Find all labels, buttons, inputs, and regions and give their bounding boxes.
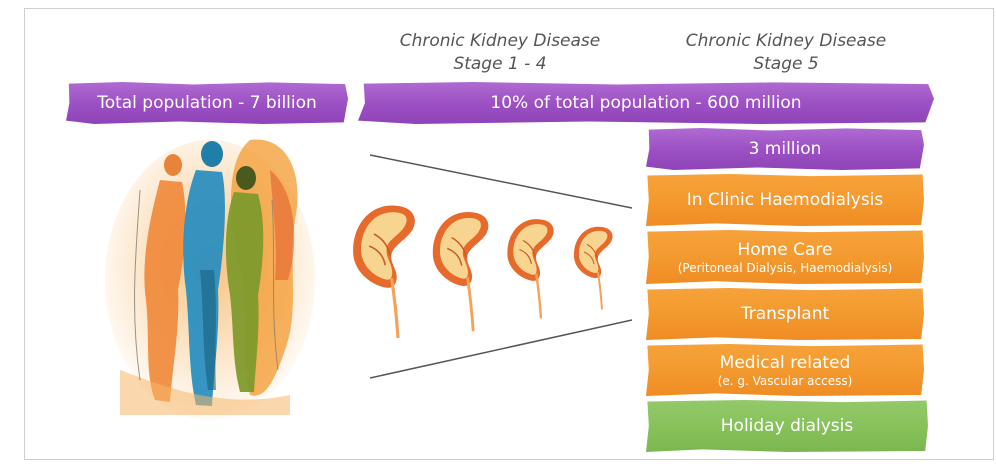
kidney-icon	[507, 219, 553, 318]
band-ckd-population: 10% of total population - 600 million	[358, 82, 934, 124]
band-stage5-population-label: 3 million	[749, 139, 822, 159]
heading-stage-1-4-line2: Stage 1 - 4	[380, 53, 620, 76]
people-watercolor-illustration	[100, 130, 315, 420]
kidney-row	[350, 150, 640, 380]
heading-stage-5: Chronic Kidney Disease Stage 5	[666, 30, 906, 76]
band-in-clinic-label: In Clinic Haemodialysis	[687, 190, 884, 210]
kidney-icon	[353, 206, 415, 338]
band-home-care-label: Home Care	[738, 240, 833, 260]
band-ckd-population-label: 10% of total population - 600 million	[490, 93, 801, 113]
band-stage5-population: 3 million	[646, 128, 924, 170]
band-medical-related-sublabel: (e. g. Vascular access)	[718, 374, 853, 388]
band-home-care-sublabel: (Peritoneal Dialysis, Haemodialysis)	[678, 261, 893, 275]
band-total-population-label: Total population - 7 billion	[97, 93, 317, 113]
band-holiday-dialysis: Holiday dialysis	[646, 400, 928, 452]
band-medical-related: Medical related (e. g. Vascular access)	[646, 344, 924, 396]
heading-stage-5-line1: Chronic Kidney Disease	[666, 30, 906, 53]
heading-stage-1-4-line1: Chronic Kidney Disease	[380, 30, 620, 53]
band-total-population: Total population - 7 billion	[66, 82, 348, 124]
band-home-care: Home Care (Peritoneal Dialysis, Haemodia…	[646, 230, 924, 284]
band-transplant: Transplant	[646, 288, 924, 340]
heading-stage-5-line2: Stage 5	[666, 53, 906, 76]
band-holiday-label: Holiday dialysis	[721, 416, 853, 436]
band-transplant-label: Transplant	[741, 304, 829, 324]
band-in-clinic-haemodialysis: In Clinic Haemodialysis	[646, 174, 924, 226]
kidney-icon	[433, 212, 489, 331]
heading-stage-1-4: Chronic Kidney Disease Stage 1 - 4	[380, 30, 620, 76]
band-medical-related-label: Medical related	[720, 353, 851, 373]
kidney-icon	[574, 227, 613, 310]
